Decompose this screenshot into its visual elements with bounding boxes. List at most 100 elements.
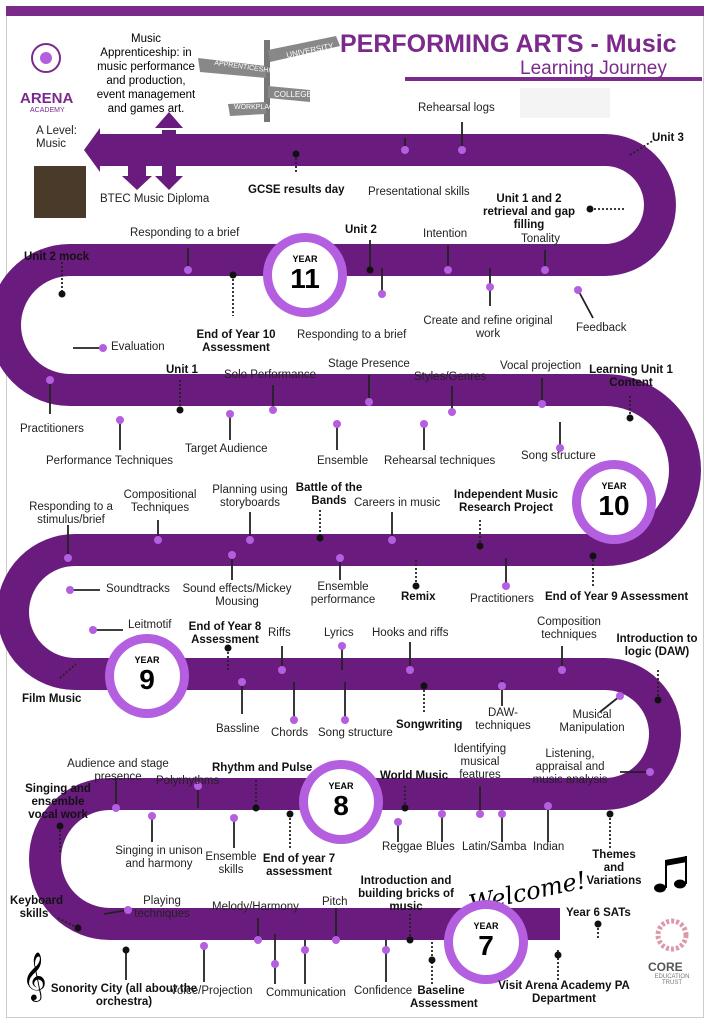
journey-label: World Music: [380, 770, 449, 782]
journey-label: Presentational skills: [368, 186, 470, 198]
journey-label: Introduction to logic (DAW): [616, 633, 698, 658]
journey-label: Singing and ensemble vocal work: [25, 783, 91, 821]
journey-label: Responding to a brief: [130, 227, 240, 239]
journey-label: GCSE results day: [248, 184, 345, 196]
page-subtitle: Learning Journey: [520, 58, 667, 79]
journey-label: End of Year 10 Assessment: [196, 329, 276, 354]
journey-label: Blues: [426, 841, 455, 853]
journey-label: Singing in unison and harmony: [115, 845, 203, 870]
journey-label: Riffs: [268, 627, 291, 639]
journey-label: Lyrics: [324, 627, 354, 639]
journey-label: Voice/Projection: [170, 985, 253, 997]
journey-label: Ensemble performance: [310, 581, 376, 606]
journey-label: Rehearsal logs: [418, 102, 495, 114]
journey-label: Song structure: [318, 727, 393, 739]
journey-label: End of Year 8 Assessment: [188, 621, 262, 646]
journey-label: Independent Music Research Project: [453, 489, 559, 514]
journey-label: Unit 1: [166, 364, 198, 376]
journey-label: Responding to a brief: [297, 329, 407, 341]
journey-label: Stage Presence: [328, 358, 410, 370]
journey-label: Listening, appraisal and music analysis: [532, 748, 608, 786]
journey-label: Playing techniques: [134, 895, 190, 920]
journey-label: Indian: [533, 841, 565, 853]
journey-label: BTEC Music Diploma: [100, 193, 210, 205]
top-bar: [6, 6, 704, 16]
up-arrow-icon: [155, 112, 183, 128]
road-path: [0, 134, 701, 940]
journey-label: Visit Arena Academy PA Department: [498, 980, 630, 1005]
journey-label: Vocal projection: [500, 360, 582, 372]
journey-label: Year 6 SATs: [566, 907, 631, 919]
logo-icon: [31, 43, 61, 73]
journey-label: End of Year 9 Assessment: [545, 591, 689, 603]
journey-label: Latin/Samba: [462, 841, 527, 853]
journey-label: Confidence: [354, 985, 413, 997]
journey-label: Remix: [401, 591, 436, 603]
journey-label: Leitmotif: [128, 619, 172, 631]
journey-label: Intention: [423, 228, 468, 240]
music-note-icon: [654, 856, 687, 893]
school-logo: ARENA: [20, 90, 74, 107]
core-logo-icon: [655, 918, 689, 952]
journey-label: Unit 1 and 2 retrieval and gap filling: [482, 193, 576, 231]
down-arrow-icon: [122, 176, 152, 190]
journey-label: Ensemble skills: [205, 851, 257, 876]
signpost-icon: [198, 36, 340, 122]
treble-clef-icon: 𝄞: [22, 952, 47, 1002]
music-score-icon: [520, 88, 610, 118]
journey-label: Song structure: [521, 450, 596, 462]
journey-label: Pitch: [322, 896, 348, 908]
journey-label: Songwriting: [396, 719, 463, 731]
journey-label: Baseline Assessment: [410, 985, 478, 1010]
journey-label: A Level: Music: [36, 125, 77, 150]
journey-label: Introduction and building bricks of musi…: [358, 875, 454, 913]
journey-label: Sonority City (all about the orchestra): [50, 983, 198, 1008]
journey-label: Bassline: [216, 723, 260, 735]
journey-label: Tonality: [521, 233, 560, 245]
journey-label: Learning Unit 1 Content: [589, 364, 673, 389]
journey-label: Careers in music: [354, 497, 441, 509]
journey-label: Polyrhythms: [156, 775, 220, 787]
journey-label: Audience and stage presence: [67, 758, 169, 783]
journey-label: Practitioners: [20, 423, 84, 435]
journey-label: DAW-techniques: [475, 707, 531, 732]
sign-college: COLLEGE: [274, 90, 312, 99]
page-title: PERFORMING ARTS - Music: [340, 30, 677, 58]
journey-label: Compositional Techniques: [123, 489, 197, 514]
journey-label: Unit 2: [345, 224, 377, 236]
journey-label: Create and refine original work: [423, 315, 553, 340]
journey-label: Chords: [271, 727, 309, 739]
journey-label: Rehearsal techniques: [384, 455, 496, 467]
journey-label: Solo Performance: [224, 369, 317, 381]
journey-label: Sound effects/Mickey Mousing: [182, 583, 292, 608]
journey-label: Communication: [266, 987, 346, 999]
road-arrowhead: [84, 128, 100, 172]
journey-label: Themes and Variations: [586, 849, 642, 887]
journey-label: Feedback: [576, 322, 627, 334]
journey-label: Target Audience: [185, 443, 268, 455]
journey-label: Styles/Genres: [414, 371, 487, 383]
journey-label: Practitioners: [470, 593, 534, 605]
journey-label: Planning using storyboards: [212, 484, 288, 509]
partner-logo: CORE: [648, 960, 683, 974]
intro-text: Music Apprenticeship: in music performan…: [96, 33, 196, 115]
down-arrow-icon: [155, 176, 183, 190]
journey-label: Ensemble: [317, 455, 369, 467]
photo-icon: [34, 166, 86, 218]
partner-logo-sub: EDUCATION TRUST: [654, 974, 690, 986]
journey-label: Unit 2 mock: [24, 251, 90, 263]
journey-label: Rhythm and Pulse: [212, 762, 313, 774]
journey-label: Musical Manipulation: [559, 709, 625, 734]
sign-workplace: WORKPLACE: [234, 104, 279, 111]
school-logo-sub: ACADEMY: [30, 107, 65, 114]
journey-label: Performance Techniques: [46, 455, 173, 467]
journey-label: Composition techniques: [537, 616, 601, 641]
journey-label: Melody/Harmony: [212, 901, 299, 913]
journey-label: End of year 7 assessment: [262, 853, 336, 878]
